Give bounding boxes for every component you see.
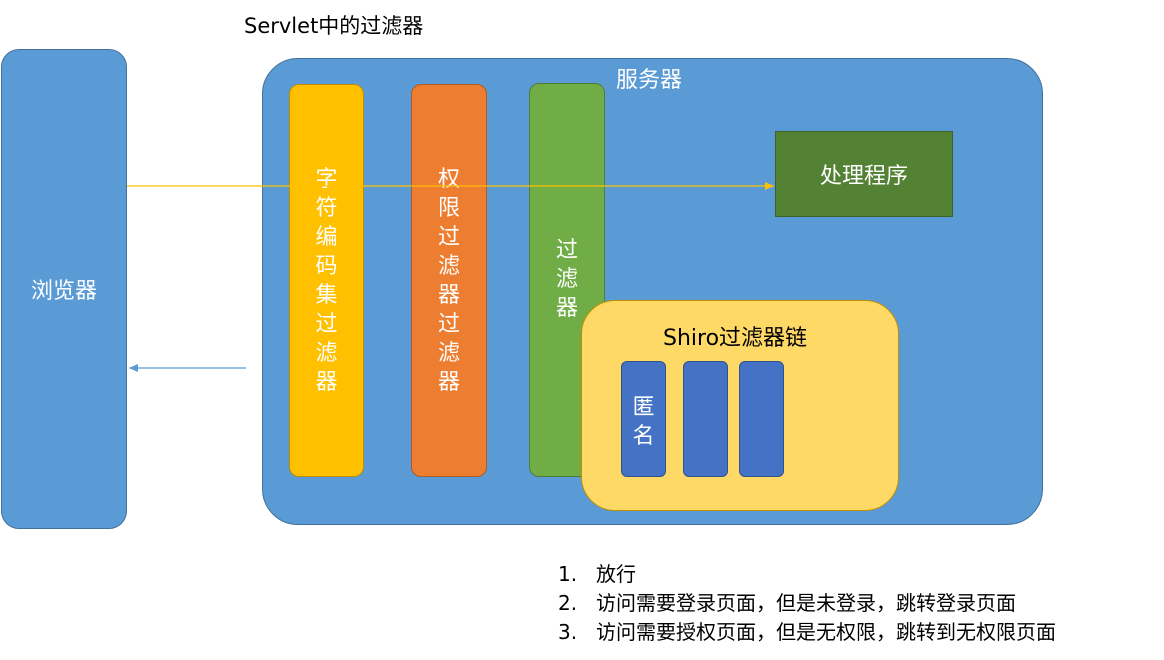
shiro-chain-item-anon: 匿名 — [621, 361, 666, 477]
note-number: 1. — [558, 562, 578, 586]
note-item: 3. 访问需要授权页面，但是无权限，跳转到无权限页面 — [558, 618, 1056, 647]
shiro-chain-label: Shiro过滤器链 — [663, 326, 808, 351]
permission-filter-label: 权限过滤器过滤器 — [437, 166, 460, 395]
generic-filter-label: 过滤器 — [555, 238, 578, 321]
charset-filter-label: 字符编码集过滤器 — [315, 166, 338, 395]
browser-box: 浏览器 — [1, 49, 127, 529]
note-text: 访问需要登录页面，但是未登录，跳转登录页面 — [596, 591, 1016, 615]
note-text: 访问需要授权页面，但是无权限，跳转到无权限页面 — [596, 620, 1056, 644]
note-number: 3. — [558, 620, 578, 644]
note-item: 1. 放行 — [558, 560, 1056, 589]
handler-box: 处理程序 — [775, 131, 953, 217]
note-text: 放行 — [596, 562, 636, 586]
permission-filter-box: 权限过滤器过滤器 — [411, 84, 487, 477]
charset-filter-box: 字符编码集过滤器 — [289, 84, 364, 477]
handler-label: 处理程序 — [819, 164, 908, 189]
browser-label: 浏览器 — [30, 279, 97, 304]
server-label: 服务器 — [616, 68, 683, 93]
shiro-chain-item-anon-label: 匿名 — [632, 395, 655, 449]
shiro-chain-item-2 — [683, 361, 728, 477]
notes-list: 1. 放行 2. 访问需要登录页面，但是未登录，跳转登录页面 3. 访问需要授权页面，… — [558, 560, 1056, 647]
note-number: 2. — [558, 591, 578, 615]
diagram-title: Servlet中的过滤器 — [244, 14, 424, 38]
generic-filter-box: 过滤器 — [529, 83, 605, 477]
shiro-chain-item-3 — [739, 361, 784, 477]
note-item: 2. 访问需要登录页面，但是未登录，跳转登录页面 — [558, 589, 1056, 618]
